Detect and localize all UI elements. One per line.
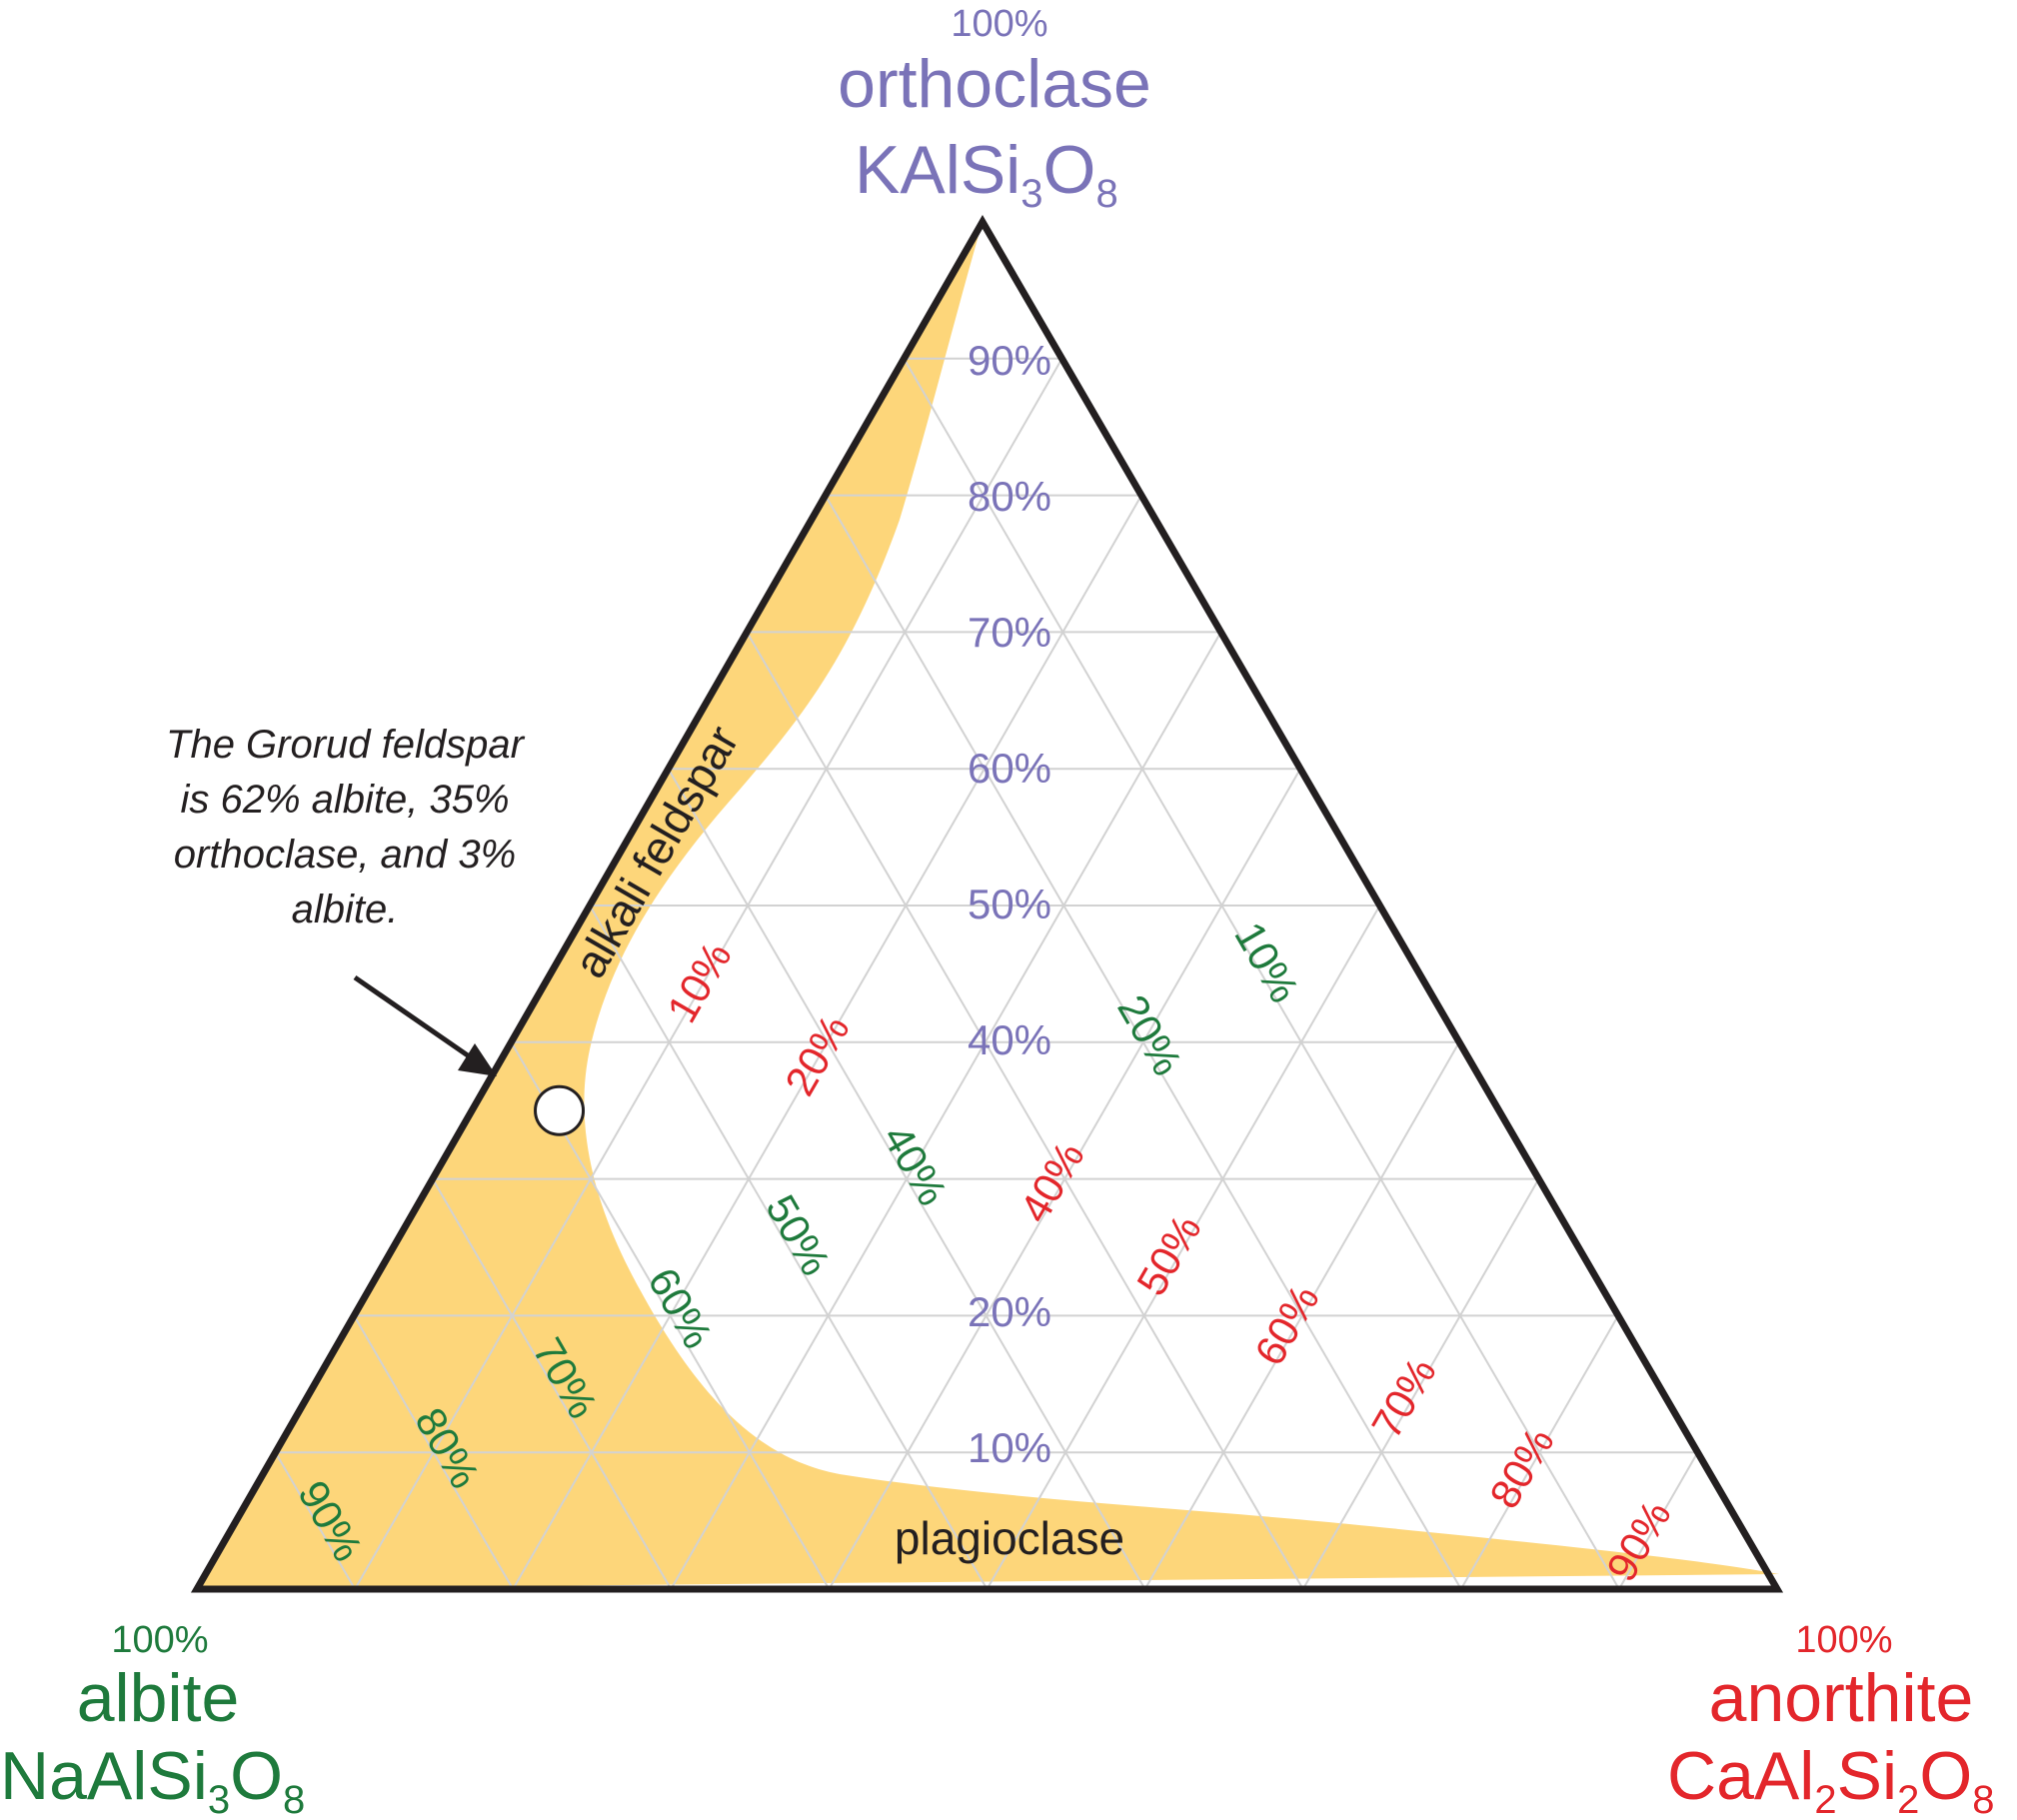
orthoclase-tick-70: 70% [968, 609, 1051, 656]
apex-orthoclase: 100% orthoclase KAlSi3O8 [838, 3, 1151, 216]
orthoclase-formula: KAlSi3O8 [855, 132, 1118, 216]
ternary-triangle-outline [190, 215, 1784, 1593]
annotation-line-1: The Grorud feldspar [166, 723, 526, 767]
orthoclase-tick-50: 50% [968, 881, 1051, 927]
grid-line-anorthite-60 [1143, 1041, 1460, 1590]
orthoclase-tick-labels: 90% 80% 70% 60% 50% 40% 20% 10% [968, 337, 1051, 1471]
grid-line-albite-50 [589, 905, 989, 1590]
grid-line-anorthite-50 [986, 905, 1381, 1590]
albite-percent-label: 100% [111, 1619, 208, 1661]
grid-line-anorthite-90 [1618, 1451, 1699, 1590]
albite-tick-40: 40% [874, 1117, 957, 1213]
annotation-line-2: is 62% albite, 35% [180, 778, 509, 822]
orthoclase-tick-10: 10% [968, 1424, 1051, 1471]
ternary-grid [274, 357, 1699, 1590]
grid-line-albite-10 [903, 358, 1620, 1590]
anorthite-formula: CaAl2Si2O8 [1667, 1738, 1995, 1820]
albite-tick-20: 20% [1108, 987, 1191, 1083]
apex-anorthite: 100% anorthite CaAl2Si2O8 [1667, 1619, 1995, 1820]
orthoclase-tick-80: 80% [968, 473, 1051, 520]
grorud-feldspar-annotation: The Grorud feldspar is 62% albite, 35% o… [166, 723, 526, 931]
orthoclase-tick-90: 90% [968, 337, 1051, 384]
anorthite-tick-40: 40% [1010, 1134, 1093, 1230]
grid-line-anorthite-80 [1459, 1314, 1619, 1590]
anorthite-name-label: anorthite [1709, 1660, 1974, 1736]
grorud-feldspar-point[interactable] [534, 1084, 586, 1136]
plagioclase-label: plagioclase [895, 1512, 1124, 1564]
alkali-feldspar-label: alkali feldspar [563, 717, 749, 986]
anorthite-percent-label: 100% [1795, 1619, 1892, 1661]
grid-line-albite-70 [431, 1178, 673, 1590]
grid-line-anorthite-30 [670, 631, 1222, 1590]
albite-name-label: albite [77, 1660, 240, 1736]
apex-albite: 100% albite NaAlSi3O8 [0, 1619, 305, 1820]
grid-line-albite-80 [353, 1314, 515, 1590]
albite-formula: NaAlSi3O8 [0, 1738, 305, 1820]
arrow-shaft [353, 974, 480, 1065]
orthoclase-tick-40: 40% [968, 1016, 1051, 1063]
orthoclase-name-label: orthoclase [838, 46, 1151, 122]
annotation-arrow [353, 974, 497, 1076]
anorthite-tick-10: 10% [658, 934, 741, 1030]
grid-line-albite-90 [274, 1451, 356, 1590]
albite-tick-50: 50% [757, 1187, 840, 1283]
orthoclase-tick-20: 20% [968, 1288, 1051, 1335]
annotation-line-4: albite. [292, 888, 399, 931]
albite-tick-10: 10% [1225, 914, 1308, 1010]
annotation-line-3: orthoclase, and 3% [174, 833, 516, 877]
orthoclase-percent-label: 100% [951, 3, 1047, 45]
feldspar-solid-solution-region [197, 222, 1779, 1589]
grid-line-albite-30 [746, 631, 1304, 1590]
anorthite-tick-20: 20% [776, 1007, 859, 1103]
orthoclase-tick-60: 60% [968, 745, 1051, 792]
grid-line-anorthite-70 [1301, 1178, 1540, 1590]
grid-line-anorthite-10 [354, 358, 1063, 1590]
arrow-head [458, 1043, 497, 1076]
